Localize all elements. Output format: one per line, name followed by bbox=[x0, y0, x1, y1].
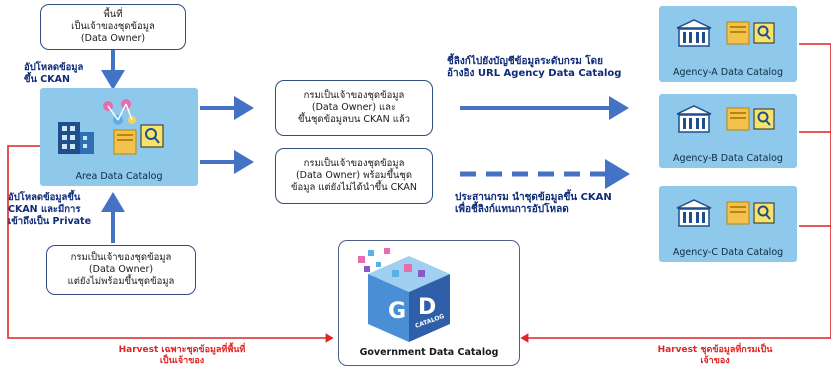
upload-private-label: อัปโหลดข้อมูลขึ้น CKAN และมีการ เข้าถึงเ… bbox=[8, 192, 92, 227]
agency-c-label: Agency-C Data Catalog bbox=[672, 247, 784, 258]
magnifier-icon bbox=[753, 108, 775, 130]
agency-c-panel: Agency-C Data Catalog bbox=[659, 186, 797, 262]
agency-b-label: Agency-B Data Catalog bbox=[673, 153, 783, 164]
cube-logo-icon: G D CATALOG bbox=[358, 248, 450, 342]
magnifier-icon bbox=[753, 202, 775, 224]
logo-letter-d: D bbox=[418, 295, 436, 320]
building-icon bbox=[676, 199, 712, 227]
building-icon bbox=[676, 105, 712, 133]
logo-letter-g: G bbox=[388, 299, 406, 324]
harvest-dept-label: Harvest ชุดข้อมูลที่กรมเป็น เจ้าของ bbox=[657, 345, 773, 366]
building-icon bbox=[676, 19, 712, 47]
folder-icon bbox=[113, 129, 137, 155]
area-catalog-panel: Area Data Catalog bbox=[40, 88, 198, 186]
area-owner-box: พื้นที่ เป็นเจ้าของชุดข้อมูล (Data Owner… bbox=[40, 4, 186, 50]
link-catalog-label: ชี้ลิงก์ไปยังบัญชีข้อมูลระดับกรม โดย อ้า… bbox=[447, 56, 622, 79]
agency-a-label: Agency-A Data Catalog bbox=[673, 67, 783, 78]
folder-icon bbox=[726, 201, 750, 225]
government-catalog-label: Government Data Catalog bbox=[359, 347, 499, 358]
dept-not-ready-box: กรมเป็นเจ้าของชุดข้อมูล (Data Owner) แต่… bbox=[46, 245, 196, 295]
magnifier-icon bbox=[753, 22, 775, 44]
building-icon bbox=[58, 122, 94, 154]
folder-icon bbox=[726, 21, 750, 45]
agency-a-panel: Agency-A Data Catalog bbox=[659, 6, 797, 82]
area-catalog-label: Area Data Catalog bbox=[75, 171, 163, 182]
folder-icon bbox=[726, 107, 750, 131]
network-icon bbox=[103, 99, 136, 125]
agency-b-panel: Agency-B Data Catalog bbox=[659, 94, 797, 168]
coordinate-label: ประสานกรม นำชุดข้อมูลขึ้น CKAN เพื่อชี้ล… bbox=[455, 192, 612, 215]
harvest-line-left bbox=[7, 145, 334, 343]
dept-ready-box: กรมเป็นเจ้าของชุดข้อมูล (Data Owner) พร้… bbox=[275, 148, 433, 204]
magnifier-icon bbox=[140, 124, 164, 148]
dept-uploaded-box: กรมเป็นเจ้าของชุดข้อมูล (Data Owner) และ… bbox=[275, 80, 433, 136]
harvest-area-label: Harvest เฉพาะชุดข้อมูลที่พื้นที่ เป็นเจ้… bbox=[118, 345, 246, 366]
upload-ckan-label: อัปโหลดข้อมูล ขึ้น CKAN bbox=[24, 62, 84, 85]
